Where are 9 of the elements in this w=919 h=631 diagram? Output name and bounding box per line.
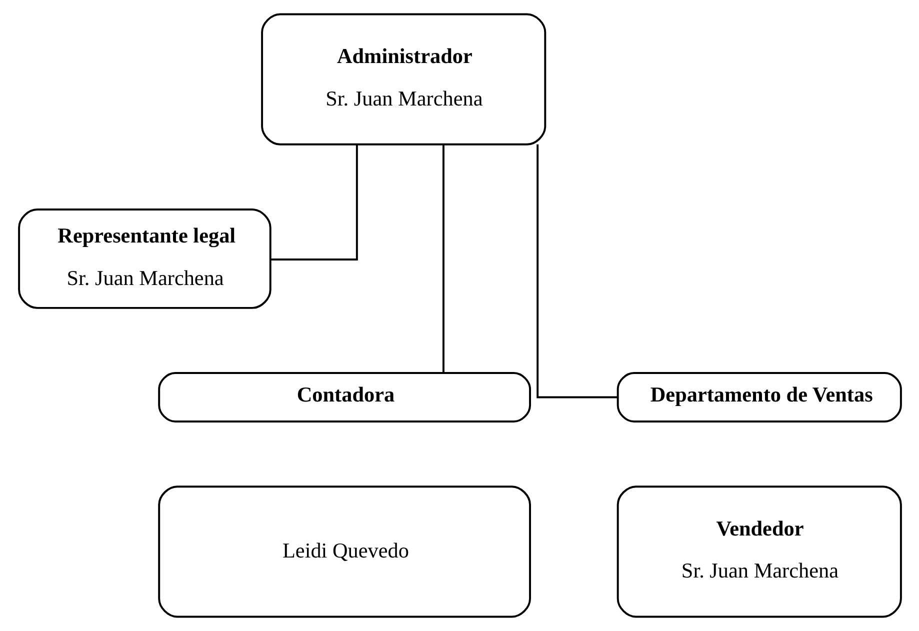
connector — [442, 144, 444, 372]
connector — [536, 144, 618, 398]
node-box: Leidi Quevedo — [158, 486, 530, 618]
node-box: Representante legal Sr. Juan Marchena — [18, 208, 271, 309]
node-box: Vendedor Sr. Juan Marchena — [616, 486, 902, 618]
node-box: Contadora — [158, 372, 530, 422]
connector — [270, 144, 358, 260]
node-box: Departamento de Ventas — [616, 372, 902, 422]
node-box: Administrador Sr. Juan Marchena — [260, 13, 546, 146]
